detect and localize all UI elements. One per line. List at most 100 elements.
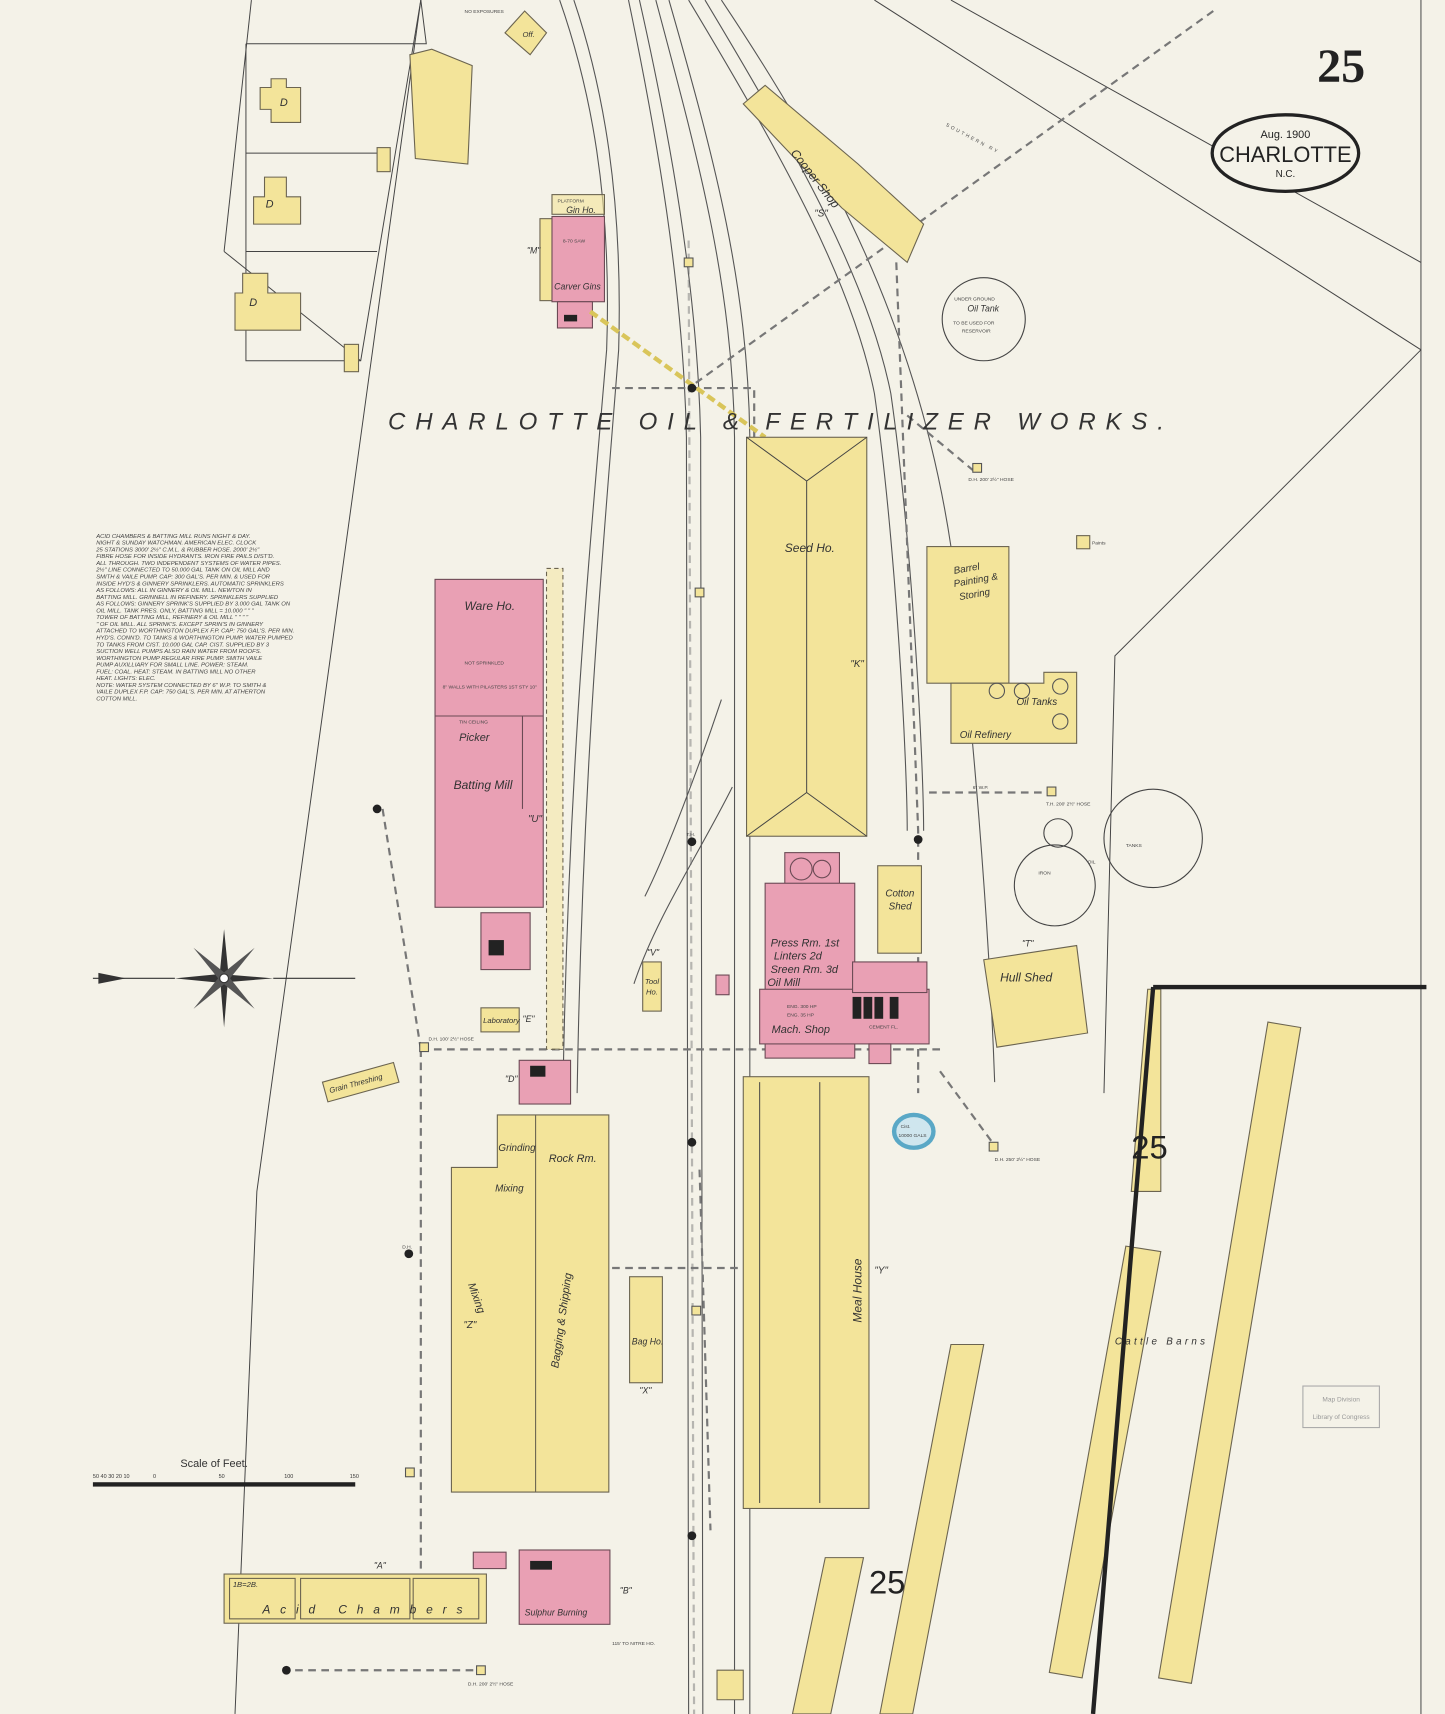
- mixing-label: Mixing: [495, 1183, 524, 1194]
- hydrant-label: T.H.: [686, 832, 695, 838]
- tool-label: Tool: [645, 977, 659, 986]
- platform-strip: [545, 567, 564, 1050]
- hull-shed-label: Hull Shed: [1000, 971, 1052, 985]
- meal-house-label: Meal House: [850, 1258, 864, 1322]
- house-label: Ho.: [646, 988, 658, 997]
- hydrant-markers: [282, 257, 1057, 1676]
- cotton-label: Cotton: [885, 888, 914, 899]
- picker-label: Picker: [459, 732, 490, 744]
- sulphur-burning-letter: "B": [620, 1586, 633, 1596]
- hydrant-label: D.H. 200' 2½" HOSE: [468, 1681, 514, 1688]
- boiler-house: [852, 961, 928, 994]
- seed-house-letter: "K": [850, 659, 864, 670]
- scale-tick-label: 150: [350, 1474, 359, 1480]
- hydrant-label: D.H.: [402, 1244, 412, 1250]
- acid-chambers-letter: "A": [374, 1561, 387, 1571]
- bag-house-letter: "X": [639, 1386, 652, 1396]
- hydrant-label: D.H. 100' 2½" HOSE: [428, 1036, 474, 1043]
- machine-shop-label: Mach. Shop: [772, 1024, 830, 1036]
- gin-house-label: Gin Ho.: [566, 205, 596, 215]
- library-stamp: Map Division Library of Congress: [1302, 1385, 1380, 1429]
- sulphur-burning-label: Sulphur Burning: [525, 1608, 588, 1618]
- scale-tick-label: 30: [108, 1474, 114, 1480]
- nitre-note: 115' TO NITRE HO.: [612, 1641, 655, 1647]
- tool-house-letter: "V": [647, 947, 660, 957]
- shed-label: Shed: [889, 901, 912, 912]
- note-line: INSIDE HYD'S & GINNERY SPRINKLERS. AUTOM…: [96, 581, 284, 587]
- note-line: FUEL: COAL. HEAT: STEAM. IN BATTING MILL…: [96, 669, 256, 675]
- engine-35-label: ENG. 35 HP: [787, 1013, 815, 1019]
- section-number-bottom: 25: [869, 1564, 905, 1601]
- laboratory-building: [480, 1007, 520, 1033]
- laboratory-label: Laboratory: [483, 1016, 521, 1025]
- oil-mill-label: Oil Mill: [767, 977, 800, 989]
- laboratory-letter: "E": [522, 1014, 535, 1024]
- engine-300-label: ENG. 300 HP: [787, 1004, 817, 1010]
- oil-tanks-label: Oil Tanks: [1017, 697, 1058, 708]
- cotton-shed-building: [877, 865, 922, 954]
- rock-room-label: Rock Rm.: [549, 1153, 597, 1165]
- iron-oil-tank-small: [1043, 818, 1073, 848]
- batting-mill-label: Batting Mill: [454, 778, 513, 792]
- scale-tick-label: 40: [101, 1474, 107, 1480]
- fire-protection-notes: ACID CHAMBERS & BATTING MILL RUNS NIGHT …: [95, 534, 294, 703]
- carver-gins-label: Carver Gins: [554, 282, 601, 292]
- hull-shed-letter: "T": [1022, 939, 1034, 949]
- water-pipe-label: 6" W.P.: [973, 785, 989, 791]
- compass-rose-icon: [92, 929, 356, 1028]
- page-number: 25: [1317, 40, 1365, 93]
- note-line: HYD'S. CONN'D. TO TANKS & WORTHINGTON PU…: [96, 635, 293, 641]
- hull-shed-building: [983, 944, 1089, 1048]
- boiler-room: [480, 912, 531, 971]
- oil-refinery-building: [950, 671, 1078, 744]
- state-name: N.C.: [1276, 169, 1296, 180]
- walls-label: 8" WALLS WITH PILASTERS 1ST STY 10": [443, 685, 537, 691]
- cistern: [891, 1112, 936, 1150]
- water-pipes: [295, 10, 1214, 1714]
- ware-house-batting-mill: [434, 578, 544, 908]
- note-line: NOTE: WATER SYSTEM CONNECTED BY 6" W.P. …: [96, 683, 266, 689]
- batting-mill-letter: "U": [528, 814, 543, 825]
- tool-house-building: [642, 961, 662, 1012]
- note-line: AS FOLLOWS: ALL IN GINNERY & OIL MILL. N…: [95, 588, 252, 594]
- building-d-letter: "D": [505, 1074, 518, 1084]
- note-line: AS FOLLOWS: GINNERY SPRINK'S SUPPLIED BY…: [95, 602, 291, 608]
- note-line: VAILE DUPLEX F.P. CAP: 750 GAL'S. PER MI…: [96, 690, 266, 696]
- note-line: ATTACHED TO WORTHINGTON DUPLEX F.P. CAP:…: [95, 629, 294, 635]
- iron-oil-tank-medium: [1013, 844, 1096, 927]
- svg-text:D: D: [249, 297, 257, 309]
- iron-oil-tank-large: [1103, 788, 1203, 889]
- note-line: NIGHT & SUNDAY WATCHMAN. AMERICAN ELEC. …: [96, 541, 257, 547]
- scale-tick-label: 20: [116, 1474, 122, 1480]
- note-line: SMITH & VAILE PUMP. CAP: 300 GAL'S. PER …: [96, 574, 271, 580]
- oil-label: OIL: [1088, 860, 1096, 866]
- ware-house-label: Ware Ho.: [465, 599, 516, 613]
- storing-label: Storing: [958, 587, 991, 603]
- note-line: OIL MILL. TANK PRES. ONLY, BATTING MILL …: [96, 608, 254, 614]
- building-z-letter: "Z": [463, 1320, 476, 1331]
- svg-text:D: D: [280, 97, 288, 109]
- reservoir-note-2: RESERVOIR: [962, 328, 991, 334]
- note-line: ALL THROUGH. TWO INDEPENDENT SYSTEMS OF …: [95, 561, 281, 567]
- scale-tick-label: 50: [219, 1474, 225, 1480]
- platform-label: PLATFORM: [557, 198, 583, 204]
- meal-house-letter: "Y": [874, 1265, 888, 1276]
- linters-label: Linters 2d: [774, 951, 823, 963]
- note-line: HEAT. LIGHTS: ELEC.: [96, 676, 156, 682]
- map-date: Aug. 1900: [1261, 129, 1311, 141]
- barrel-storing-building: [926, 546, 1010, 684]
- note-line: 2½" LINE CONNECTED TO 50.000 GAL TANK ON…: [95, 567, 270, 574]
- office-building: [504, 10, 548, 56]
- bag-house-building: [629, 1276, 663, 1384]
- note-line: ACID CHAMBERS & BATTING MILL RUNS NIGHT …: [95, 534, 250, 540]
- gin-saw-label: 8-70 SAW: [563, 239, 586, 245]
- note-line: TOWER OF BATTING MILL, REFINERY & OIL MI…: [96, 615, 249, 621]
- dwellings: D D D: [234, 48, 473, 373]
- sheet-boundary-line: [1090, 984, 1427, 1714]
- scale-tick-label: 100: [284, 1474, 293, 1480]
- gin-house-annex: [539, 218, 554, 302]
- lot-lines: [223, 0, 1422, 1714]
- no-exposures-note: NO EXPOSURES: [465, 9, 505, 15]
